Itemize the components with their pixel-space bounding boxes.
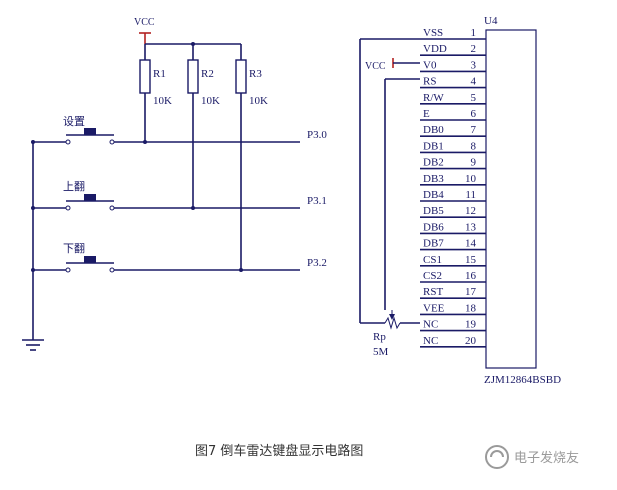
- lcd-body: [485, 29, 537, 369]
- lcd-pin-name: NC: [423, 335, 438, 347]
- lcd-pin-number: 9: [471, 157, 477, 169]
- lcd-pin-name: CS2: [423, 270, 442, 282]
- vcc-label-lcd: VCC: [365, 61, 386, 72]
- lcd-part: ZJM12864BSBD: [484, 374, 561, 386]
- lcd-pin-number: 6: [471, 108, 477, 120]
- lcd-pin-row: NC 20: [420, 335, 486, 348]
- lcd-pin-name: E: [423, 108, 430, 120]
- lcd-pin-name: DB2: [423, 157, 444, 169]
- lcd-pin-number: 5: [471, 92, 477, 104]
- lcd-pin-row: DB1 8: [420, 140, 486, 154]
- figure-caption: 图7 倒车雷达键盘显示电路图: [195, 443, 363, 459]
- resistor-r3: R3 10K: [235, 44, 268, 270]
- r3-ref: R3: [249, 68, 262, 80]
- lcd-pin-number: 1: [471, 27, 477, 39]
- lcd-pin-name: DB7: [423, 238, 444, 250]
- lcd-pin-number: 14: [465, 238, 477, 250]
- lcd-pin-name: VSS: [423, 27, 443, 39]
- lcd-pin-number: 17: [465, 286, 477, 298]
- switch-down-label: 下翻: [63, 241, 85, 255]
- port-p32: P3.2: [307, 257, 327, 269]
- lcd-pin-number: 11: [465, 189, 476, 201]
- lcd-pin-row: VSS 1: [420, 27, 486, 40]
- switch-set-label: 设置: [63, 115, 85, 128]
- lcd-pin-row: DB0 7: [420, 124, 486, 137]
- pot-value: 5M: [373, 346, 389, 358]
- vcc-symbol-left: VCC: [134, 17, 155, 44]
- lcd-pin-row: V0 3: [420, 59, 486, 73]
- r2-ref: R2: [201, 68, 214, 80]
- port-p30: P3.0: [307, 129, 327, 141]
- lcd-pin-row: DB7 14: [420, 238, 486, 251]
- lcd-pin-name: DB3: [423, 173, 444, 185]
- resistor-r2: R2 10K: [187, 44, 220, 208]
- switch-up: 上翻 P3.1: [33, 179, 327, 211]
- lcd-pin-row: R/W 5: [420, 92, 486, 105]
- lcd-pin-row: CS2 16: [420, 270, 486, 283]
- lcd-pin-row: CS1 15: [420, 254, 486, 267]
- lcd-pin-number: 18: [465, 302, 477, 314]
- lcd-pin-number: 20: [465, 335, 477, 347]
- lcd-pin-row: DB6 13: [420, 221, 486, 235]
- lcd-ref: U4: [484, 15, 498, 27]
- lcd-pin-name: CS1: [423, 254, 442, 266]
- lcd-pin-row: DB3 10: [420, 173, 486, 186]
- lcd-pin-name: DB5: [423, 205, 444, 217]
- lcd-pin-row: RST 17: [420, 286, 486, 300]
- switch-down: 下翻 P3.2: [33, 241, 327, 273]
- lcd-pin-name: R/W: [423, 92, 444, 104]
- potentiometer-rp: Rp 5M: [373, 310, 420, 358]
- lcd-pin-row: VDD 2: [420, 43, 486, 57]
- lcd-pin-name: VEE: [423, 302, 445, 314]
- lcd-pin-number: 12: [465, 205, 476, 217]
- lcd-pin-row: DB2 9: [420, 157, 486, 170]
- switch-set: 设置 P3.0: [33, 115, 327, 145]
- lcd-pin-number: 16: [465, 270, 477, 282]
- lcd-pin-number: 2: [471, 43, 477, 55]
- ground-icon: [22, 339, 44, 351]
- lcd-pin-name: NC: [423, 319, 438, 331]
- r1-value: 10K: [153, 95, 172, 107]
- switch-up-label: 上翻: [63, 179, 85, 193]
- lcd-pin-name: VDD: [423, 43, 447, 55]
- lcd-pin-row: RS 4: [420, 76, 486, 89]
- lcd-pin-number: 7: [471, 124, 477, 136]
- watermark-text: 电子发烧友: [514, 450, 579, 466]
- r1-ref: R1: [153, 68, 166, 80]
- lcd-pin-name: RST: [423, 286, 443, 298]
- lcd-pin-name: DB0: [423, 124, 444, 136]
- lcd-pin-number: 10: [465, 173, 477, 185]
- lcd-pin-number: 15: [465, 254, 477, 266]
- lcd-pin-name: DB1: [423, 140, 444, 152]
- lcd-pin-number: 13: [465, 221, 477, 233]
- vcc-symbol-lcd: VCC: [365, 58, 420, 72]
- resistor-r1: R1 10K: [139, 44, 172, 142]
- pot-ref: Rp: [373, 331, 386, 343]
- lcd-pin-number: 3: [471, 59, 477, 71]
- port-p31: P3.1: [307, 195, 327, 207]
- lcd-pin-name: DB6: [423, 221, 444, 233]
- lcd-pin-row: DB5 12: [420, 205, 486, 218]
- lcd-pin-number: 4: [471, 76, 477, 88]
- lcd-pin-row: NC 19: [420, 319, 486, 332]
- lcd-pin-number: 8: [471, 140, 477, 152]
- lcd-pin-name: DB4: [423, 189, 444, 201]
- vcc-label-left: VCC: [134, 17, 155, 28]
- r2-value: 10K: [201, 95, 220, 107]
- lcd-pin-row: DB4 11: [420, 189, 486, 202]
- r3-value: 10K: [249, 95, 268, 107]
- lcd-pin-name: RS: [423, 76, 436, 88]
- lcd-pin-row: VEE 18: [420, 302, 486, 316]
- lcd-pin-name: V0: [423, 59, 437, 71]
- lcd-pin-number: 19: [465, 319, 477, 331]
- watermark: 电子发烧友: [485, 445, 579, 469]
